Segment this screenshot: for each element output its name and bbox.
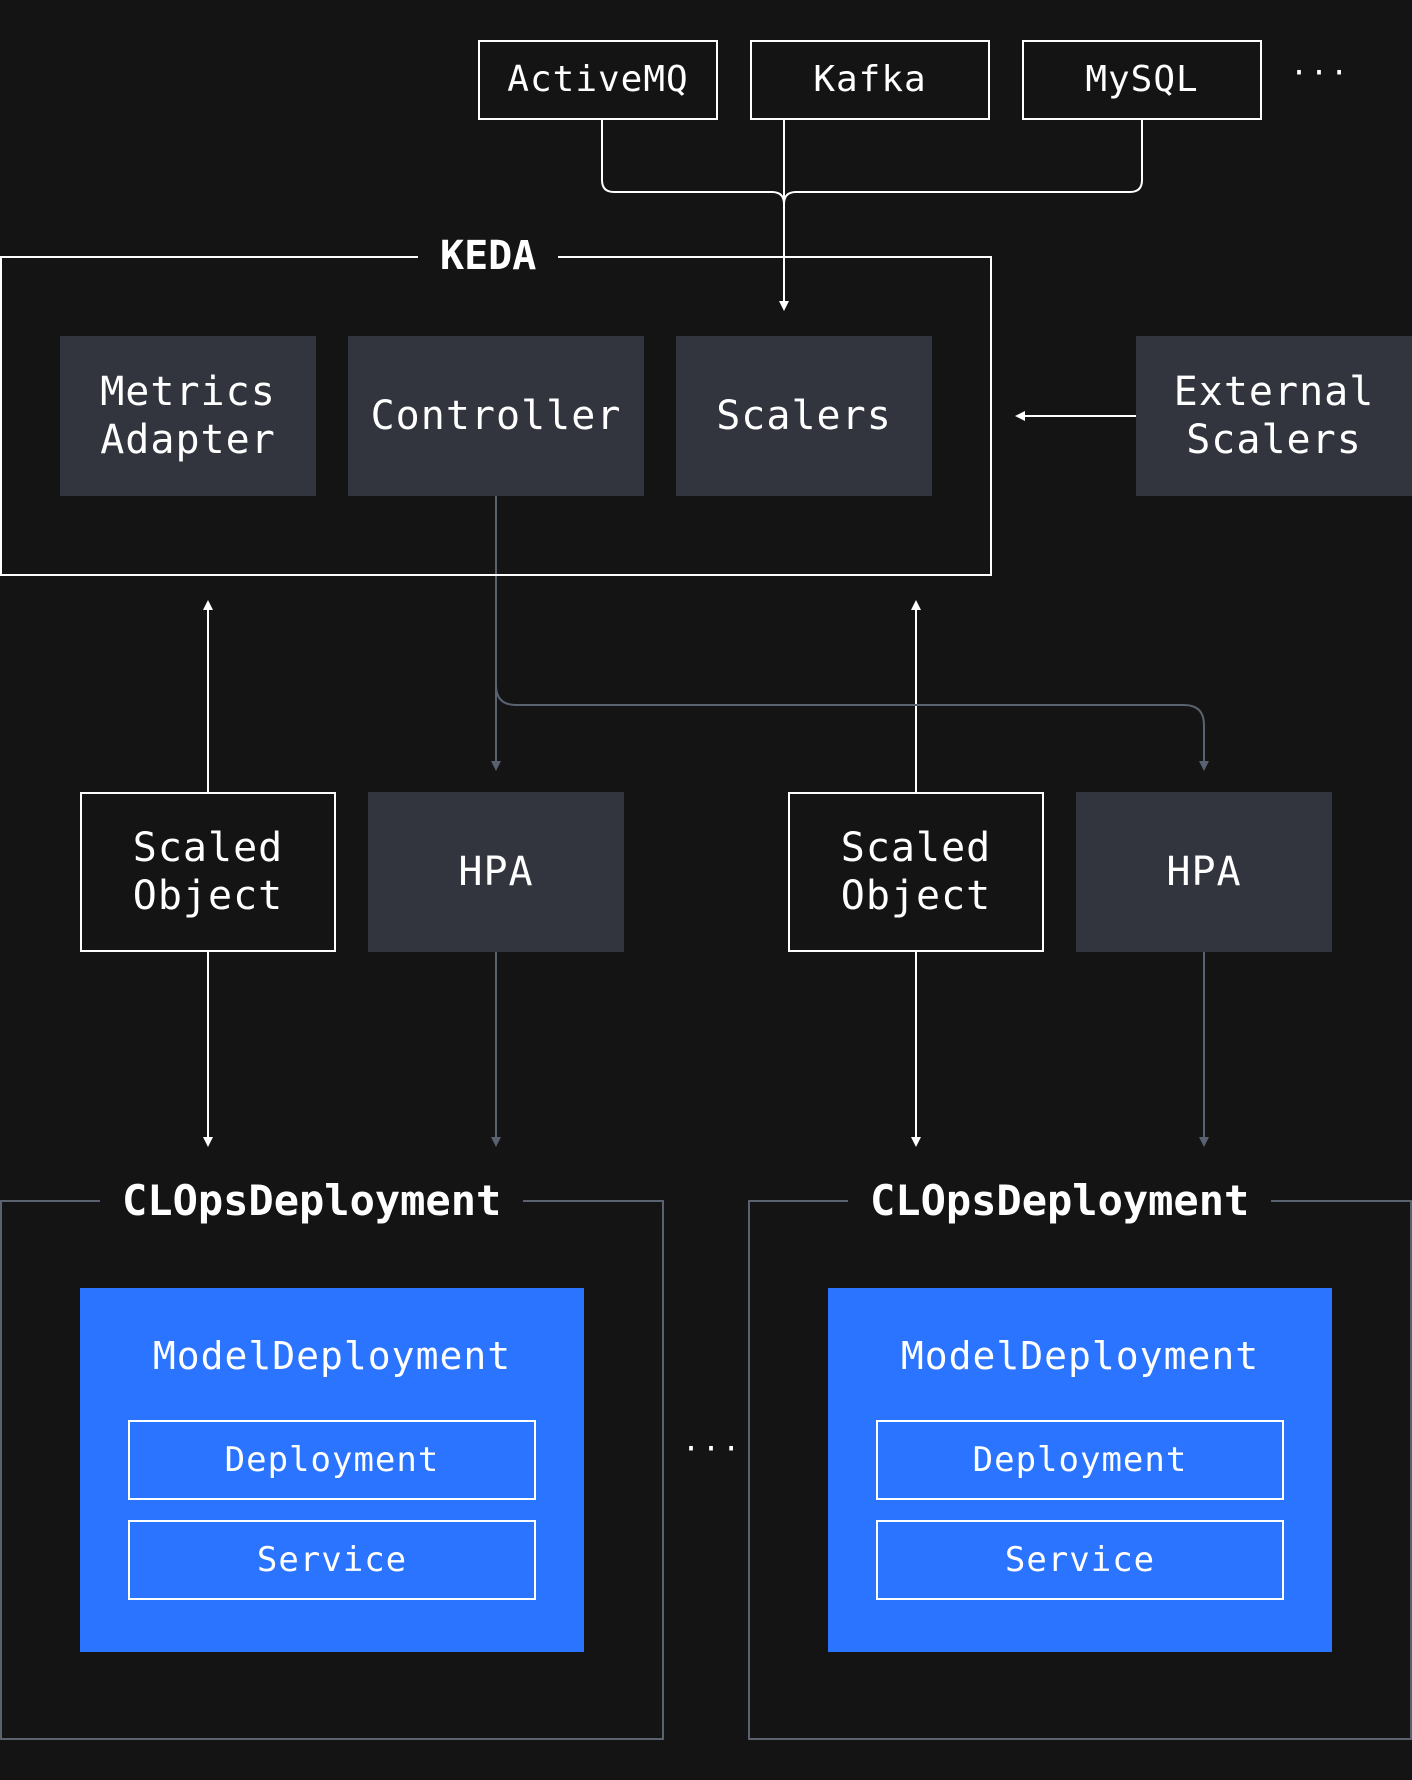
activemq-connector [601,118,785,205]
left-hpa-box: HPA [368,792,624,952]
controller-to-right-hpa [495,684,1209,771]
right-model-deployment-title: ModelDeployment [900,1334,1260,1378]
left-scaled-object-box: Scaled Object [80,792,336,952]
more-deployments-ellipsis: ··· [682,1432,743,1467]
left-service-box: Service [128,1520,536,1600]
metrics-adapter-box: Metrics Adapter [60,336,316,496]
left-model-deployment-title: ModelDeployment [152,1334,512,1378]
right-service-box: Service [876,1520,1284,1600]
source-mysql: MySQL [1022,40,1262,120]
left-deployment-box: Deployment [128,1420,536,1500]
controller-box: Controller [348,336,644,496]
right-hpa-box: HPA [1076,792,1332,952]
keda-title: KEDA [418,232,559,280]
external-scalers-box: External Scalers [1136,336,1412,496]
source-kafka: Kafka [750,40,990,120]
left-model-deployment: ModelDeployment Deployment Service [80,1288,584,1652]
right-model-deployment: ModelDeployment Deployment Service [828,1288,1332,1652]
right-deployment-box: Deployment [876,1420,1284,1500]
source-activemq: ActiveMQ [478,40,718,120]
more-sources-ellipsis: ··· [1290,56,1351,91]
right-clops-title: CLOpsDeployment [848,1176,1272,1226]
scalers-box: Scalers [676,336,932,496]
left-clops-title: CLOpsDeployment [100,1176,524,1226]
mysql-connector [783,118,1143,205]
right-scaled-object-box: Scaled Object [788,792,1044,952]
